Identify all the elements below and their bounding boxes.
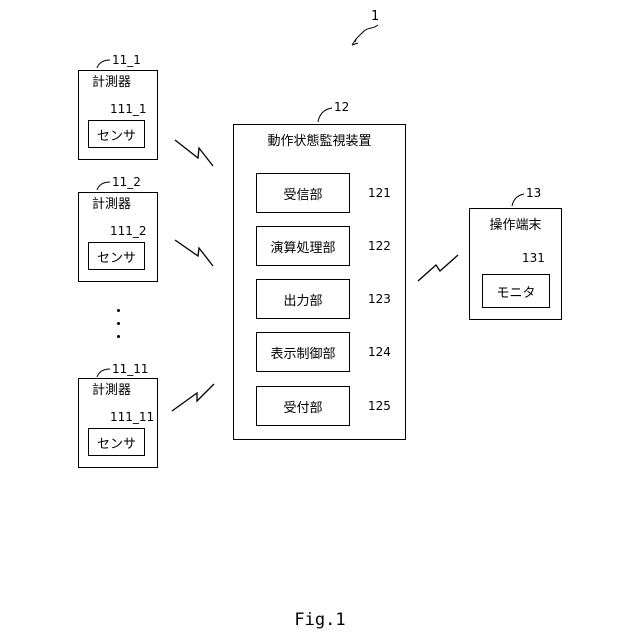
monitor-ref-label: 131 bbox=[522, 251, 545, 265]
sensor-box: センサ bbox=[88, 428, 145, 456]
figure-caption: Fig.1 bbox=[0, 610, 640, 630]
system-ref-label: 1 bbox=[371, 10, 379, 24]
sensor-ref-label: 111_2 bbox=[110, 224, 147, 238]
terminal-title: 操作端末 bbox=[469, 218, 562, 234]
meter-ref-label: 11_2 bbox=[112, 175, 141, 189]
sensor-ref-label: 111_11 bbox=[110, 410, 154, 424]
unit-ref-label: 125 bbox=[368, 399, 391, 413]
monitoring-device-title: 動作状態監視装置 bbox=[233, 134, 406, 150]
unit-box-processing: 演算処理部 bbox=[256, 226, 350, 266]
sensor-box: センサ bbox=[88, 120, 145, 148]
meter-title: 計測器 bbox=[92, 383, 131, 399]
sensor-box: センサ bbox=[88, 242, 145, 270]
sensor-ref-label: 111_1 bbox=[110, 102, 147, 116]
unit-box-output: 出力部 bbox=[256, 279, 350, 319]
ellipsis-dot bbox=[117, 309, 120, 312]
meter-title: 計測器 bbox=[92, 197, 131, 213]
meter-ref-label: 11_1 bbox=[112, 53, 141, 67]
unit-box-acceptance: 受付部 bbox=[256, 386, 350, 426]
meter-title: 計測器 bbox=[92, 75, 131, 91]
unit-ref-label: 123 bbox=[368, 292, 391, 306]
device-ref-label: 12 bbox=[334, 100, 349, 114]
unit-ref-label: 124 bbox=[368, 345, 391, 359]
ellipsis-dot bbox=[117, 335, 120, 338]
meter-ref-label: 11_11 bbox=[112, 362, 149, 376]
ellipsis-dot bbox=[117, 322, 120, 325]
unit-ref-label: 122 bbox=[368, 239, 391, 253]
unit-ref-label: 121 bbox=[368, 186, 391, 200]
terminal-ref-label: 13 bbox=[526, 186, 541, 200]
unit-box-receiver: 受信部 bbox=[256, 173, 350, 213]
unit-box-display-control: 表示制御部 bbox=[256, 332, 350, 372]
monitor-box: モニタ bbox=[482, 274, 550, 308]
